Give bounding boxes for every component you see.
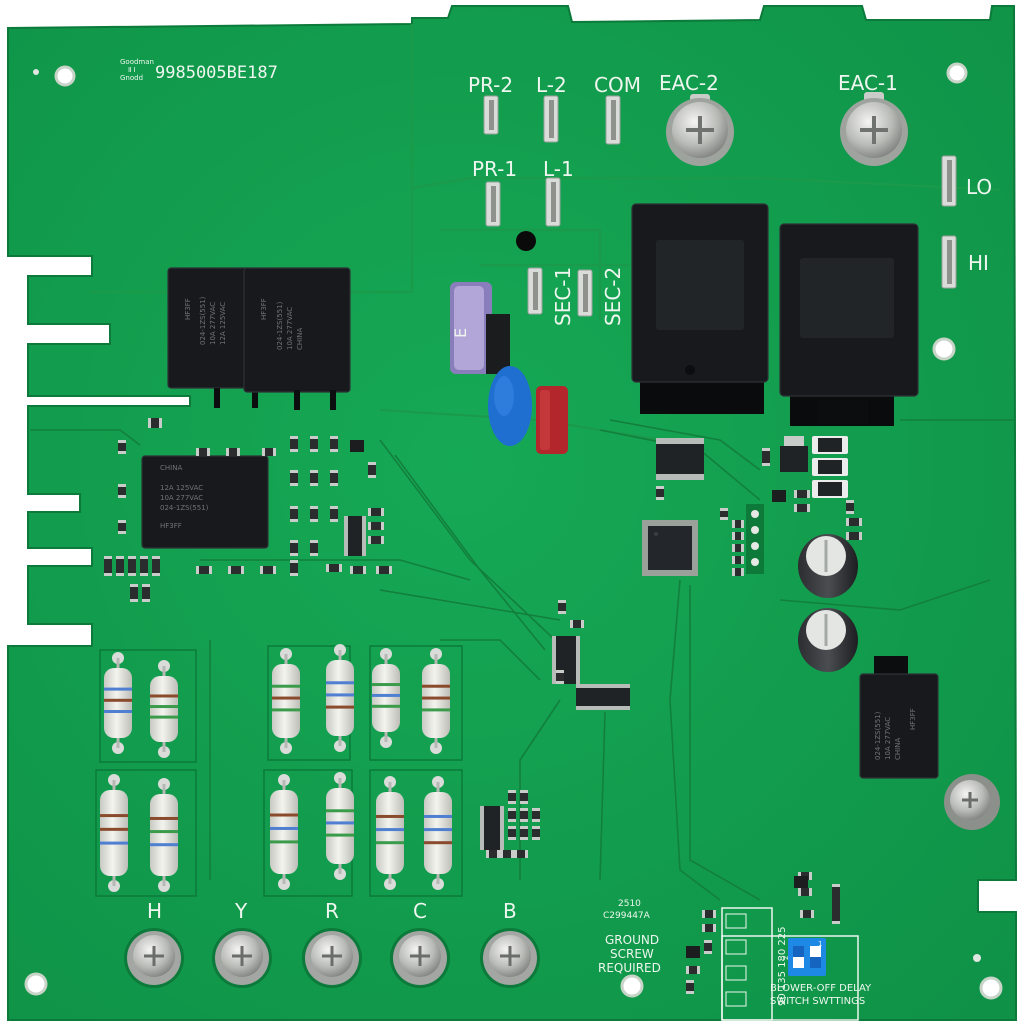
terminal-label-l2: L-2	[536, 73, 567, 97]
dip-position-2: 2	[782, 956, 790, 960]
fuse[interactable]: E	[450, 282, 510, 374]
thermostat-terminal-h[interactable]	[124, 928, 184, 988]
board-code: C299447A	[603, 911, 651, 921]
thermostat-terminal-c[interactable]	[390, 928, 450, 988]
svg-text:10A 277VAC: 10A 277VAC	[160, 494, 203, 502]
svg-text:10A 277VAC: 10A 277VAC	[286, 307, 294, 350]
spade-terminal-l1[interactable]	[545, 177, 561, 227]
dip-position-1: 1	[818, 940, 822, 948]
spade-terminal-sec1[interactable]	[527, 267, 543, 315]
dip-caption-line: BLOWER-OFF DELAY	[770, 983, 872, 994]
mounting-hole	[946, 62, 968, 84]
dip-scale-label: 90 135 180 225	[777, 926, 788, 1006]
spade-terminal-hi[interactable]	[941, 235, 957, 289]
terminal-label-c: C	[413, 899, 427, 923]
terminal-label-eac1: EAC-1	[838, 71, 898, 95]
svg-text:HF3FF: HF3FF	[184, 298, 192, 320]
terminal-label-eac2: EAC-2	[659, 71, 719, 95]
svg-text:024-1ZS(551): 024-1ZS(551)	[276, 301, 284, 350]
spade-terminal-sec2[interactable]	[577, 269, 593, 317]
logo-line: Gnodd	[120, 74, 143, 82]
svg-text:CHINA: CHINA	[160, 464, 182, 472]
via-hole	[973, 954, 981, 962]
ground-note-line: GROUND	[605, 933, 659, 947]
small-relay-4: 024-1ZS(551) 10A 277VAC CHINA HF3FF	[859, 656, 939, 779]
svg-text:12A 125VAC: 12A 125VAC	[160, 484, 203, 492]
mounting-hole	[979, 976, 1003, 1000]
dip-switch-area: 90 135 180 225 1 2 BLOWER-OFF DELAY SWIT…	[721, 907, 872, 1021]
terminal-label-l1: L-1	[543, 157, 574, 181]
small-relay-2: HF3FF 024-1ZS(551) 10A 277VAC CHINA	[243, 267, 351, 410]
svg-text:CHINA: CHINA	[894, 738, 902, 760]
part-number: 9985005BE187	[155, 63, 278, 83]
date-code: 2510	[618, 899, 641, 909]
terminal-label-com: COM	[594, 73, 641, 97]
svg-text:10A 277VAC: 10A 277VAC	[884, 717, 892, 760]
small-relay-3: CHINA 12A 125VAC 10A 277VAC 024-1ZS(551)…	[141, 455, 269, 549]
via-hole	[516, 231, 536, 251]
voltage-regulator	[780, 436, 808, 472]
spade-terminal-l2[interactable]	[543, 95, 559, 143]
mounting-hole	[932, 337, 956, 361]
microcontroller	[642, 520, 698, 576]
thermostat-terminal-b[interactable]	[480, 928, 540, 988]
thermostat-terminal-r[interactable]	[302, 928, 362, 988]
logo-line: Ⅱ Ⅰ	[128, 66, 136, 74]
electrolytic-capacitor	[798, 608, 858, 672]
spade-terminal-com[interactable]	[605, 95, 621, 145]
via-hole	[33, 69, 39, 75]
dip-switch[interactable]	[788, 938, 826, 976]
mounting-hole	[24, 972, 48, 996]
svg-text:024-1ZS(551): 024-1ZS(551)	[160, 504, 209, 512]
spade-terminal-pr1[interactable]	[485, 181, 501, 227]
terminal-label-pr1: PR-1	[472, 157, 517, 181]
spade-terminals	[483, 95, 957, 317]
spade-terminal-lo[interactable]	[941, 155, 957, 207]
copper-traces	[30, 24, 1016, 901]
smd-components	[104, 418, 862, 994]
terminal-label-sec1: SEC-1	[551, 267, 575, 326]
ic-soic	[344, 516, 366, 556]
axial-resistors	[95, 644, 463, 897]
small-relay-1: HF3FF 024-1ZS(551) 10A 277VAC 12A 125VAC	[167, 267, 258, 408]
svg-text:HF3FF: HF3FF	[909, 708, 917, 730]
terminal-label-r: R	[325, 899, 339, 923]
svg-text:024-1ZS(551): 024-1ZS(551)	[199, 296, 207, 345]
mounting-hole	[54, 65, 76, 87]
ic-soic	[480, 806, 504, 850]
power-resistors	[812, 436, 848, 498]
fuse-letter: E	[451, 328, 470, 338]
power-relay-1	[631, 203, 769, 414]
svg-text:HF3FF: HF3FF	[260, 298, 268, 320]
terminal-label-hi: HI	[968, 251, 989, 275]
ground-note-line: REQUIRED	[598, 961, 661, 975]
screw-terminal-eac2[interactable]	[666, 94, 734, 166]
ground-note-line: SCREW	[610, 947, 654, 961]
terminal-label-pr2: PR-2	[468, 73, 513, 97]
power-relay-2	[779, 223, 919, 426]
terminal-label-b: B	[503, 899, 517, 923]
svg-text:024-1ZS(551): 024-1ZS(551)	[874, 711, 882, 760]
ground-screw[interactable]	[944, 774, 1000, 830]
logo-line: Goodman	[120, 58, 154, 66]
terminal-label-y: Y	[234, 899, 248, 923]
terminal-label-sec2: SEC-2	[601, 267, 625, 326]
svg-text:HF3FF: HF3FF	[160, 522, 182, 530]
svg-text:10A 277VAC: 10A 277VAC	[209, 302, 217, 345]
terminal-label-h: H	[147, 899, 162, 923]
electrolytic-capacitor	[798, 534, 858, 598]
dip-caption-line: SWITCH SWTTINGS	[770, 996, 865, 1007]
ic-soic	[576, 684, 630, 710]
ic-soic	[656, 438, 704, 480]
mounting-hole	[620, 974, 644, 998]
svg-text:CHINA: CHINA	[296, 328, 304, 350]
screw-terminal-eac1[interactable]	[840, 92, 908, 166]
svg-text:12A 125VAC: 12A 125VAC	[219, 302, 227, 345]
terminal-label-lo: LO	[966, 175, 992, 199]
spade-terminal-pr2[interactable]	[483, 95, 499, 135]
thermostat-terminal-y[interactable]	[212, 928, 272, 988]
pin-header[interactable]	[746, 504, 764, 574]
